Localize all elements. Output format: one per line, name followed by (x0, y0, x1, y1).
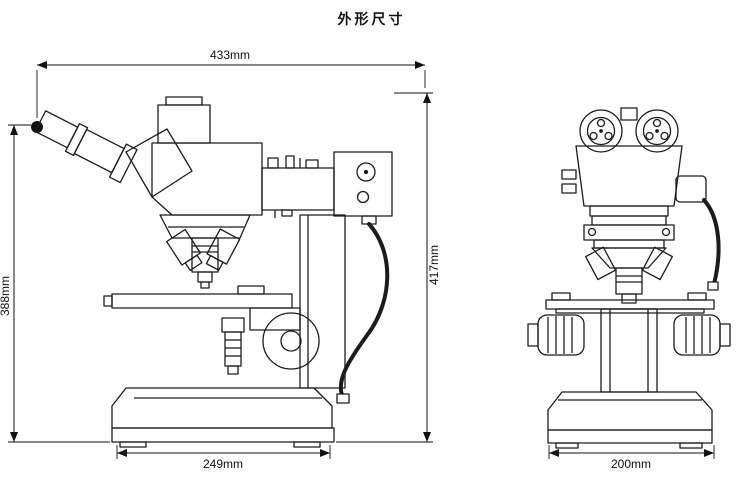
eyepiece-right (635, 109, 679, 153)
support-arm (299, 214, 346, 389)
objective-left (166, 228, 203, 272)
front-base (547, 391, 713, 449)
dim-front-base-width (548, 445, 715, 459)
stage (103, 285, 301, 331)
dimension-annotations: 433mm 388mm 417mm 249mm 200mm (0, 48, 715, 471)
power-cord (336, 222, 390, 404)
stage-adjust-knob (221, 317, 245, 375)
head-body (151, 142, 263, 216)
intermediate-rings (583, 215, 675, 249)
dim-side-base-width (116, 445, 331, 459)
front-objective-center (615, 267, 643, 304)
eyepiece-tube (34, 110, 138, 184)
front-view-drawing (527, 107, 731, 449)
dim-left-height (8, 124, 110, 443)
head-top-screw (620, 107, 638, 121)
front-objective-left (584, 246, 617, 281)
front-focus-knob-right (673, 314, 731, 356)
front-head-body (575, 145, 683, 217)
front-focus-knob-left (527, 314, 585, 356)
dim-label-front-base-width: 200mm (611, 457, 651, 471)
dim-right-height (336, 92, 433, 443)
objective-right (205, 228, 241, 271)
eyepiece-left (579, 109, 623, 153)
front-column (600, 308, 658, 393)
illuminator-tube (261, 155, 335, 218)
dim-label-side-base-width: 249mm (203, 457, 243, 471)
dim-top-width (36, 61, 426, 118)
front-nosepiece (591, 247, 667, 269)
dim-label-left-height: 388mm (0, 276, 12, 316)
objective-center (191, 237, 219, 289)
drawing-title: 外形尺寸 (337, 11, 406, 27)
side-base (111, 387, 335, 448)
front-objective-right (641, 246, 674, 281)
side-view-drawing (31, 96, 393, 448)
photo-tube (157, 96, 211, 144)
camera-port (675, 175, 707, 203)
dim-label-top-width: 433mm (210, 48, 250, 62)
lamp-housing (333, 151, 393, 225)
head-side-screws (561, 169, 577, 194)
dim-label-right-height: 417mm (427, 245, 441, 285)
coarse-focus-knob (262, 312, 320, 370)
nosepiece (159, 214, 251, 239)
front-cord (702, 198, 721, 291)
prism-housing (125, 128, 193, 198)
